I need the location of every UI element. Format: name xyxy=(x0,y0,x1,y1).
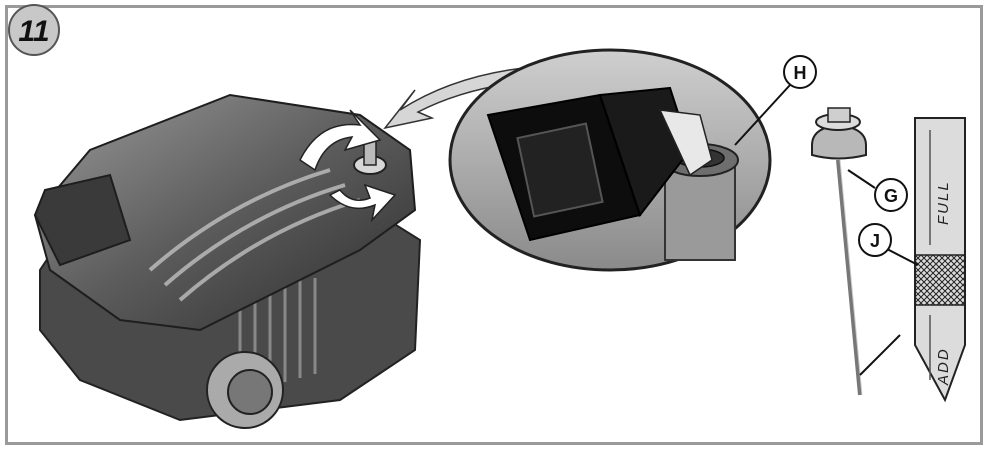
zoom-detail xyxy=(448,48,772,272)
dipstick: FULL ADD xyxy=(811,107,966,403)
callout-j-label: J xyxy=(870,231,880,251)
callout-h-label: H xyxy=(794,63,807,83)
callout-j: J xyxy=(858,223,919,266)
callout-g-label: G xyxy=(884,186,898,206)
engine-illustration xyxy=(33,93,422,429)
oil-bottle xyxy=(486,86,713,242)
dipstick-add-mark: ADD xyxy=(935,347,952,386)
step-number: 11 xyxy=(18,15,49,48)
step-badge: 11 xyxy=(8,4,60,56)
dipstick-full-mark: FULL xyxy=(935,180,952,225)
callout-h: H xyxy=(734,55,817,146)
callout-g: G xyxy=(847,169,908,212)
